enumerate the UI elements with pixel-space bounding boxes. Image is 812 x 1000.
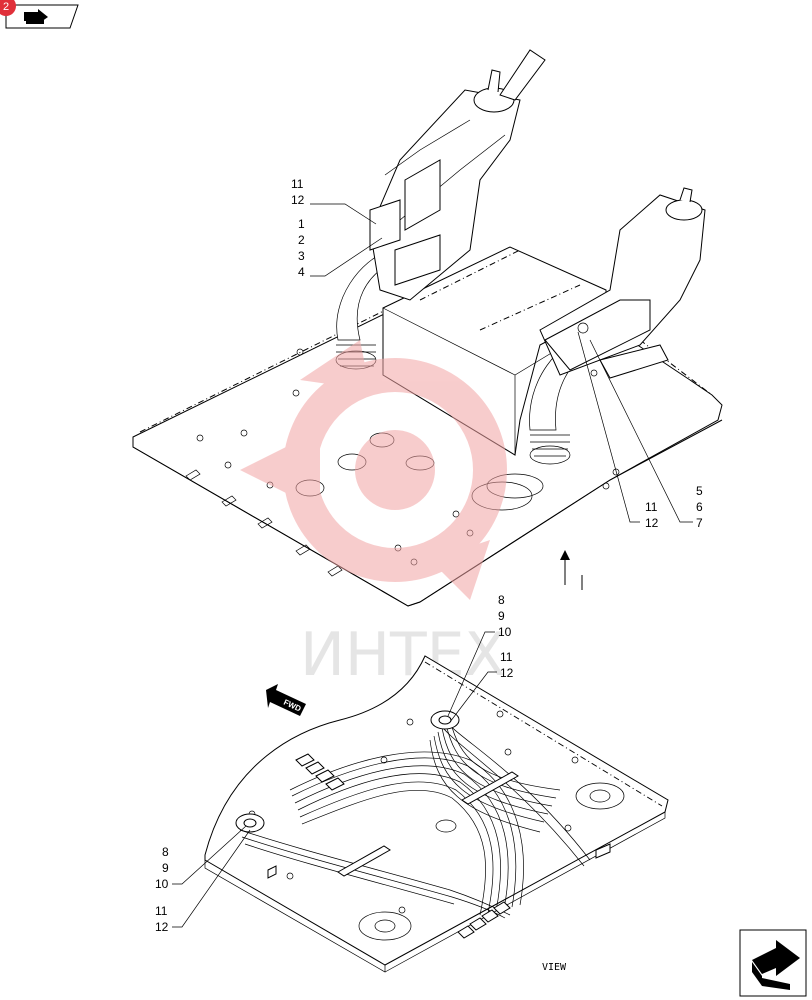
left-control-tower xyxy=(369,49,546,301)
callout-bottom-left-10: 10 xyxy=(155,877,169,891)
right-control-tower xyxy=(539,187,706,379)
callouts-bottom: 8 9 10 11 12 8 9 10 11 12 xyxy=(155,593,514,934)
previous-page-button[interactable] xyxy=(5,4,79,29)
callout-top-right-11: 11 xyxy=(645,500,658,514)
callout-top-right-12: 12 xyxy=(645,516,659,530)
page-badge: 2 xyxy=(0,0,16,16)
callout-top-right-7: 7 xyxy=(696,516,703,530)
callout-top-left-12: 12 xyxy=(291,193,305,207)
direction-arrow xyxy=(560,550,583,590)
callout-top-left-2: 2 xyxy=(298,233,305,247)
callout-bottom-top-8: 8 xyxy=(498,593,505,607)
callout-top-left-4: 4 xyxy=(298,265,305,279)
callout-top-left-1: 1 xyxy=(298,217,305,231)
callout-bottom-left-12: 12 xyxy=(155,920,169,934)
previous-page-arrow-icon xyxy=(24,9,48,24)
callout-top-right-5: 5 xyxy=(696,484,703,498)
callout-bottom-top-12: 12 xyxy=(500,666,514,680)
svg-text:ИНТЕХ: ИНТЕХ xyxy=(300,620,506,690)
callout-bottom-top-11: 11 xyxy=(500,650,513,664)
callout-top-left-11: 11 xyxy=(291,177,304,191)
callout-bottom-left-8: 8 xyxy=(162,845,169,859)
callouts-top: 11 12 1 2 3 4 5 6 7 11 12 xyxy=(291,177,703,530)
next-page-arrow-icon xyxy=(752,940,800,990)
callout-bottom-top-9: 9 xyxy=(498,609,505,623)
fwd-arrow-icon: FWD xyxy=(266,684,306,716)
underside-view: FWD xyxy=(204,655,669,973)
watermark: ИНТЕХ xyxy=(240,340,507,690)
next-page-button[interactable] xyxy=(739,929,807,997)
callout-bottom-left-9: 9 xyxy=(162,861,169,875)
svg-text:2: 2 xyxy=(3,1,9,13)
view-label: VIEW xyxy=(542,962,567,973)
callout-top-right-6: 6 xyxy=(696,500,703,514)
callout-bottom-top-10: 10 xyxy=(498,625,512,639)
seat-platform-assembly xyxy=(132,49,723,607)
callout-top-left-3: 3 xyxy=(298,249,305,263)
callout-bottom-left-11: 11 xyxy=(155,904,168,918)
